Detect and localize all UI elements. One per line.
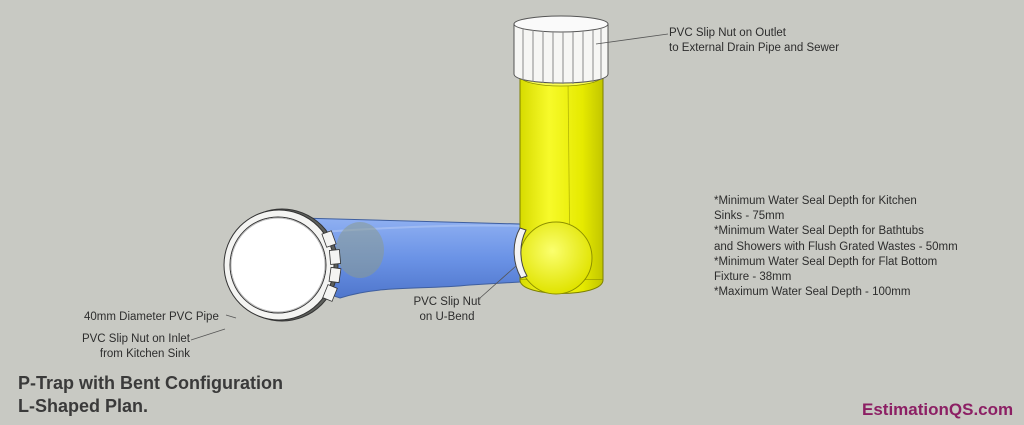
pipe-diameter-label: 40mm Diameter PVC Pipe [84, 310, 219, 325]
ubend-nut-label-line1: PVC Slip Nut [413, 296, 481, 308]
outlet-nut-label-line2: to External Drain Pipe and Sewer [669, 42, 840, 54]
outlet-nut-label: PVC Slip Nut on Outlet to External Drain… [669, 26, 839, 56]
inlet-nut-label-line2: from Kitchen Sink [99, 348, 190, 360]
water-seal-notes: *Minimum Water Seal Depth for Kitchen Si… [714, 194, 958, 300]
title-line2: L-Shaped Plan. [18, 396, 149, 416]
ubend-slip-nut [513, 227, 528, 279]
u-bend [519, 221, 593, 295]
inlet-nut-label-line1: PVC Slip Nut on Inlet [81, 333, 190, 345]
ubend-nut-label-line2: on U-Bend [419, 311, 475, 323]
diagram-title: P-Trap with Bent Configuration L-Shaped … [18, 372, 283, 418]
note-line: *Minimum Water Seal Depth for Kitchen [714, 195, 917, 207]
outlet-slip-nut [513, 15, 609, 84]
ubend-nut-label: PVC Slip Nut on U-Bend [412, 295, 482, 325]
note-line: *Minimum Water Seal Depth for Bathtubs [714, 225, 924, 238]
note-line: *Maximum Water Seal Depth - 100mm [714, 286, 911, 299]
pipe-diameter-text: 40mm Diameter PVC Pipe [84, 311, 219, 323]
inlet-collar-shadow [336, 222, 384, 278]
brand-watermark: EstimationQS.com [862, 400, 1014, 419]
note-line: *Minimum Water Seal Depth for Flat Botto… [714, 255, 938, 268]
inlet-slip-nut [223, 208, 342, 322]
title-line1: P-Trap with Bent Configuration [18, 373, 283, 393]
bent-pipe [299, 217, 521, 299]
inlet-nut-label: PVC Slip Nut on Inlet from Kitchen Sink [64, 332, 190, 362]
note-line: and Showers with Flush Grated Wastes - 5… [714, 240, 958, 253]
outlet-nut-label-line1: PVC Slip Nut on Outlet [669, 27, 786, 39]
note-line: Fixture - 38mm [714, 271, 792, 284]
vertical-pipe [519, 67, 604, 295]
note-line: Sinks - 75mm [714, 210, 785, 223]
leader-lines [190, 33, 669, 341]
